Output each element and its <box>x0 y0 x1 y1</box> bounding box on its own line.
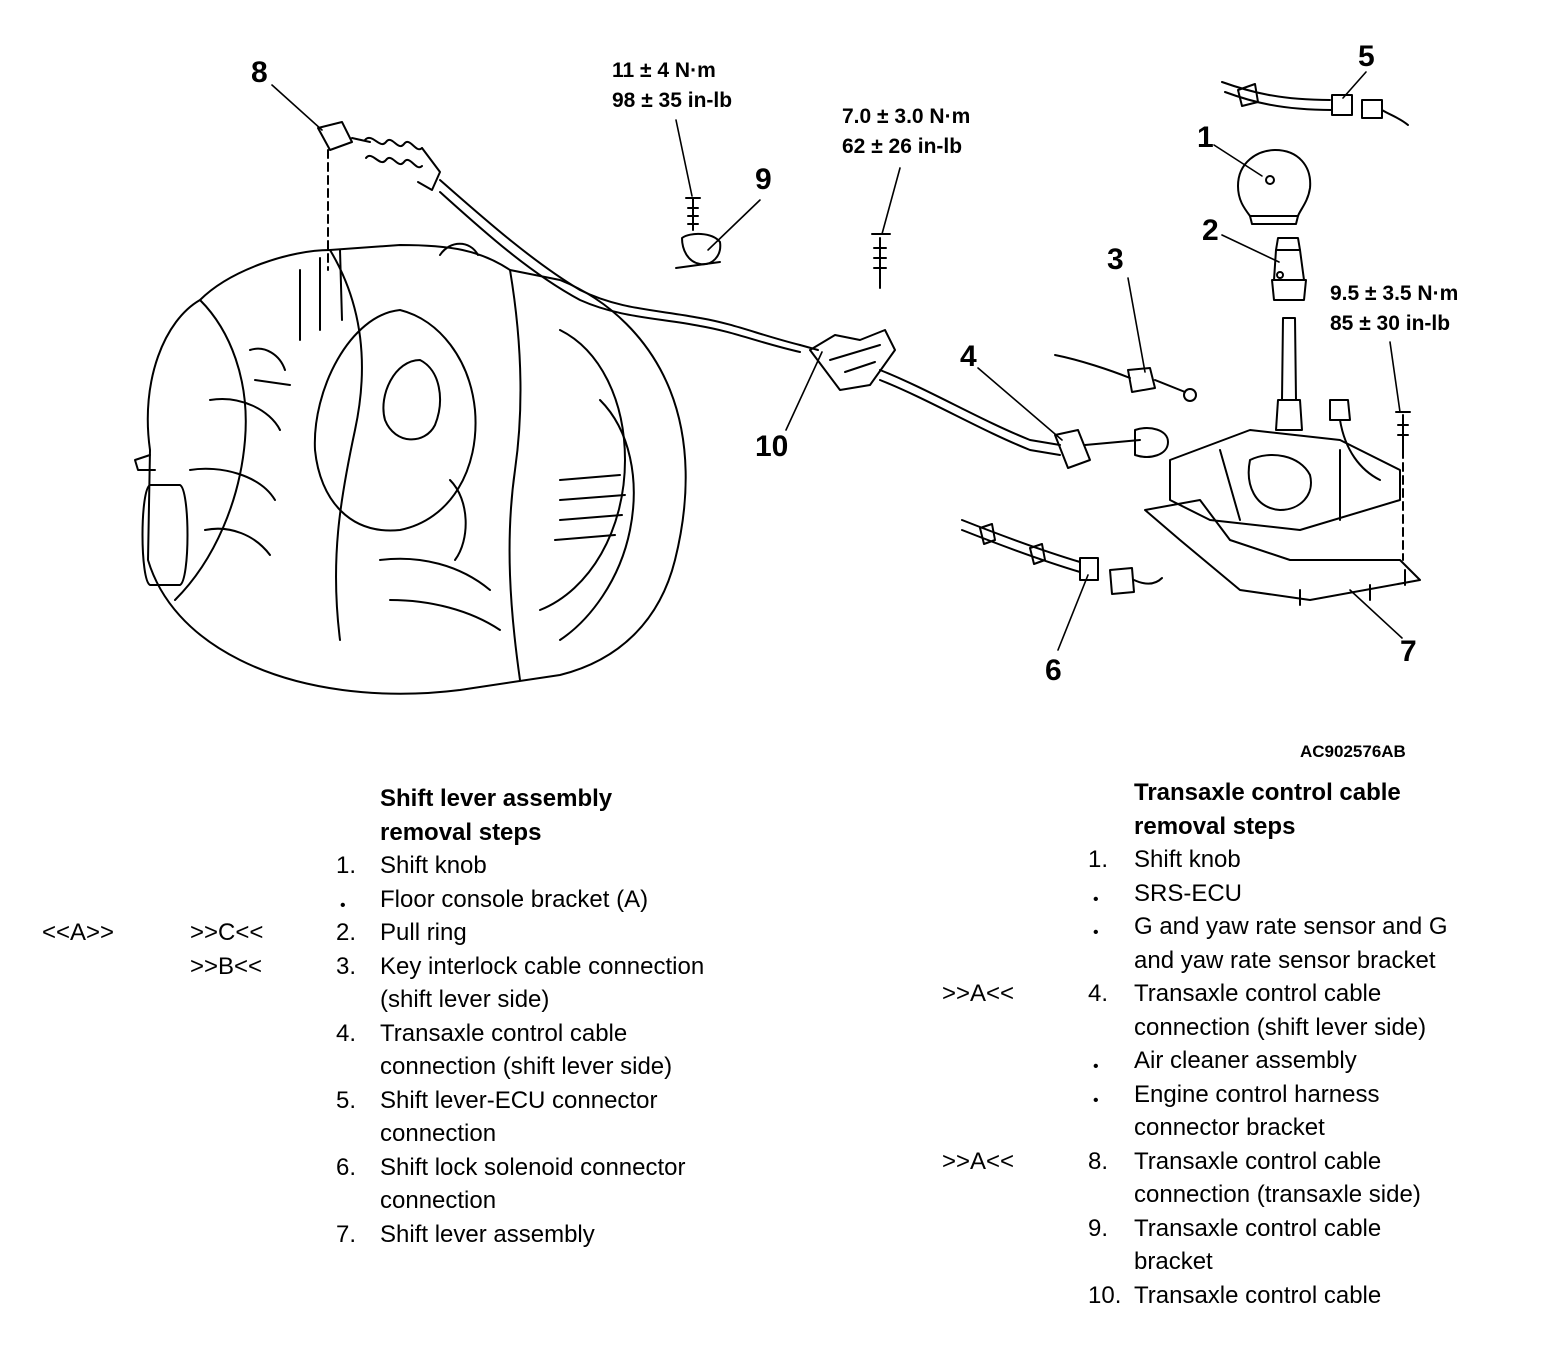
callout-6: 6 <box>1045 654 1062 687</box>
step-text: (shift lever side) <box>380 986 550 1013</box>
step-number: 8. <box>1088 1147 1109 1175</box>
step-text: Transaxle control cable <box>1134 1147 1382 1175</box>
key-interlock-cable <box>1054 354 1197 402</box>
callout-7: 7 <box>1400 635 1417 668</box>
step-number: • <box>340 896 346 914</box>
step-number: 10. <box>1088 1281 1122 1309</box>
step-number: 4. <box>336 1019 357 1047</box>
step-text: Transaxle control cable <box>380 1019 628 1047</box>
step-number: 7. <box>336 1220 357 1248</box>
step-text: G and yaw rate sensor and G <box>1134 913 1448 940</box>
shift-knob-part <box>1237 149 1312 225</box>
step-reference: >>C<< <box>190 919 264 946</box>
step-text: Air cleaner assembly <box>1134 1047 1357 1074</box>
cable-bracket-10 <box>799 233 1061 456</box>
step-text: Transaxle control cable <box>1134 980 1382 1007</box>
step-text: Shift lever-ECU connector <box>380 1086 658 1114</box>
step-text: Floor console bracket (A) <box>380 885 649 913</box>
step-text: and yaw rate sensor bracket <box>1134 946 1436 974</box>
step-number: 6. <box>336 1153 357 1181</box>
step-number: 1. <box>1088 846 1109 873</box>
shift-lever-side-cable-end <box>1054 427 1169 469</box>
step-text: connection (transaxle side) <box>1134 1181 1421 1208</box>
step-text: connection <box>380 1120 497 1147</box>
pull-ring-part <box>1271 237 1307 301</box>
step-text: Shift knob <box>380 852 487 879</box>
shift-lever-ecu-harness <box>1221 81 1409 126</box>
shift-lock-harness <box>961 519 1163 595</box>
step-number: 9. <box>1088 1214 1109 1242</box>
step-text: Engine control harness <box>1134 1080 1380 1108</box>
transaxle-illustration <box>134 242 687 695</box>
step-text: bracket <box>1134 1248 1213 1275</box>
transaxle-side-cable-end <box>317 121 801 353</box>
step-text: SRS-ECU <box>1134 879 1243 907</box>
callout-2: 2 <box>1202 214 1219 247</box>
callout-1: 1 <box>1197 121 1214 154</box>
callout-5: 5 <box>1358 40 1375 73</box>
step-reference: >>A<< <box>942 980 1015 1007</box>
step-reference: >>B<< <box>190 952 263 980</box>
step-text: connector bracket <box>1134 1114 1325 1141</box>
callout-4: 4 <box>960 340 977 373</box>
step-number: • <box>1093 1058 1099 1075</box>
step-text: Shift lock solenoid connector <box>380 1153 686 1181</box>
cable-bracket-9 <box>675 197 722 269</box>
step-reference: <<A>> <box>42 919 115 946</box>
step-number: • <box>1093 890 1099 908</box>
step-text: Key interlock cable connection <box>380 952 705 980</box>
step-text: connection (shift lever side) <box>1134 1013 1427 1041</box>
callout-9: 9 <box>755 163 772 196</box>
figure-code: AC902576AB <box>1300 742 1406 761</box>
leader-lines <box>271 71 1403 651</box>
step-number: 4. <box>1088 980 1109 1007</box>
step-text: Shift knob <box>1134 846 1241 873</box>
step-reference: >>A<< <box>942 1147 1015 1175</box>
step-text: Transaxle control cable <box>1134 1214 1382 1242</box>
step-number: 2. <box>336 919 357 946</box>
step-number: 1. <box>336 852 357 879</box>
step-number: 3. <box>336 952 357 980</box>
callout-3: 3 <box>1107 243 1124 276</box>
step-text: connection (shift lever side) <box>380 1053 673 1080</box>
callout-10: 10 <box>755 430 789 463</box>
step-text: Pull ring <box>380 919 467 946</box>
callout-8: 8 <box>251 56 268 89</box>
shift-lever-assembly-part <box>1144 317 1421 606</box>
exploded-view-diagram <box>134 71 1421 695</box>
step-number: • <box>1093 924 1099 941</box>
step-text: Transaxle control cable <box>1134 1281 1382 1309</box>
step-number: • <box>1093 1091 1099 1109</box>
step-number: 5. <box>336 1086 357 1114</box>
step-text: Shift lever assembly <box>380 1220 595 1248</box>
step-text: connection <box>380 1187 497 1214</box>
